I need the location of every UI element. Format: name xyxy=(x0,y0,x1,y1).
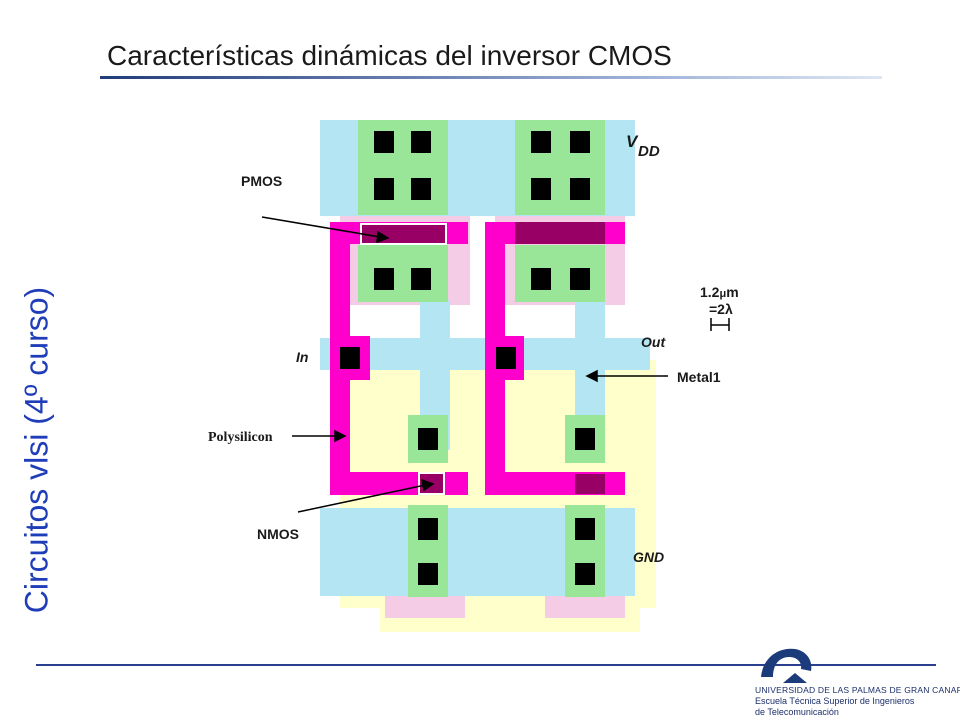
metal1-arrowhead xyxy=(585,369,598,383)
metal1-label: Metal1 xyxy=(677,369,721,385)
out-label: Out xyxy=(641,334,666,350)
gnd-label: GND xyxy=(633,549,664,565)
in-label: In xyxy=(296,349,308,365)
poly-left-bottom-bar xyxy=(330,472,468,495)
polysilicon-arrowhead xyxy=(334,429,347,443)
polysilicon-label: Polysilicon xyxy=(208,430,273,445)
active-pmos-right-mid xyxy=(515,245,605,302)
nmos-arrow-line xyxy=(297,483,431,513)
university-name-block: UNIVERSIDAD DE LAS PALMAS DE GRAN CANARI… xyxy=(755,685,960,718)
active-pmos-left-top xyxy=(358,120,448,215)
pmos-arrow-line xyxy=(261,216,387,239)
footer-rule xyxy=(36,664,936,666)
nmos-highlight-box xyxy=(418,472,445,495)
nmos-arrowhead xyxy=(421,478,435,492)
scale-label: 1.2μm xyxy=(700,284,739,300)
active-pmos-right-top xyxy=(515,120,605,215)
school-name-line2: de Telecomunicación xyxy=(755,707,839,717)
scale-lambda-label: =2λ xyxy=(709,301,733,317)
university-name: UNIVERSIDAD DE LAS PALMAS DE GRAN CANARI… xyxy=(755,685,960,695)
pmos-label: PMOS xyxy=(241,173,282,189)
pmos-arrowhead xyxy=(376,230,390,244)
pmos-gate-right xyxy=(515,222,605,244)
slide-title: Características dinámicas del inversor C… xyxy=(107,40,672,71)
university-logo-icon xyxy=(761,648,812,683)
contacts xyxy=(340,131,595,585)
vdd-subscript: DD xyxy=(638,143,660,160)
nmos-label: NMOS xyxy=(257,526,299,542)
scale-bar-icon xyxy=(710,318,730,331)
vdd-label: V xyxy=(626,132,639,151)
annotation-arrows xyxy=(261,216,668,513)
pmos-gate-left xyxy=(362,225,446,243)
school-name-line1: Escuela Técnica Superior de Ingenieros xyxy=(755,696,915,706)
nmos-gate-right xyxy=(575,474,605,494)
title-underline xyxy=(100,76,882,79)
active-pmos-left-mid xyxy=(358,245,448,302)
